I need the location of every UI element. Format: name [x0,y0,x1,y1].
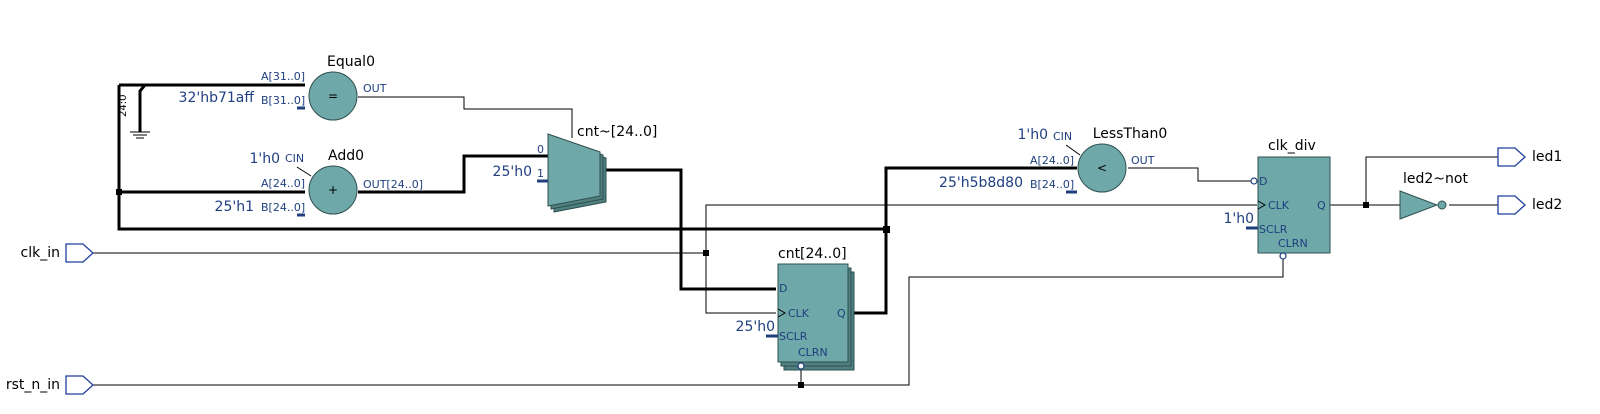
add-symbol: + [328,183,338,197]
equal0-pin-out: OUT [363,82,387,95]
cnt-pin-sclr: SCLR [779,330,808,343]
led2-label: led2 [1532,197,1562,213]
clk-div-const-sclr: 1'h0 [1223,211,1254,227]
cnt-pin-clrn: CLRN [798,346,828,359]
clk-div-pin-d: D [1259,175,1267,188]
lessthan0-pin-out: OUT [1131,154,1155,167]
add0-pin-a: A[24..0] [261,177,305,190]
equal-symbol: = [328,89,338,103]
inverter-name: led2~not [1403,171,1468,187]
bus-cnt-feedback [117,85,886,231]
bus-width-label: 24:0 [118,95,129,117]
led1-label: led1 [1532,149,1562,165]
input-port-rst-n-in[interactable]: rst_n_in [6,375,94,395]
wire-equal-out [358,96,573,138]
lessthan0-pin-cin: CIN [1053,130,1072,143]
lessthan-symbol: < [1097,161,1107,175]
cnt-register-name: cnt[24..0] [778,246,847,262]
lessthan0-pin-a: A[24..0] [1030,154,1074,167]
cnt-pin-d: D [779,282,787,295]
add0-pin-cin: CIN [285,152,304,165]
clk-div-pin-clrn: CLRN [1278,237,1308,250]
cnt-pin-q: Q [837,307,846,320]
clk-div-name: clk_div [1268,138,1316,154]
bus-cnt-q [852,166,1077,315]
wire-lt-out [1128,167,1252,182]
add0-const-cin: 1'h0 [249,151,280,167]
lessthan0-comparator[interactable]: < LessThan0 CIN A[24..0] B[24..0] OUT 1'… [939,126,1168,194]
output-port-led1[interactable]: led1 [1497,147,1562,167]
mux-in1: 1 [537,167,544,180]
add0-pin-b: B[24..0] [261,201,305,214]
add0-const-b: 25'h1 [215,199,254,215]
input-port-clk-in[interactable]: clk_in [21,243,94,263]
bus-add-out [358,154,548,194]
clk-in-label: clk_in [21,245,60,261]
clk-div-pin-sclr: SCLR [1259,223,1288,236]
cnt-register[interactable]: cnt[24..0] D CLK SCLR CLRN Q 25'h0 [736,246,855,371]
equal0-pin-a: A[31..0] [261,70,305,83]
add0-name: Add0 [328,148,364,164]
cnt-const-sclr: 25'h0 [736,319,775,335]
equal0-pin-b: B[31..0] [261,94,305,107]
cnt-pin-clk: CLK [788,307,810,320]
bus-mux-out [600,168,776,291]
lessthan0-const-b: 25'h5b8d80 [939,175,1023,191]
wire-clk-to-clkdiv [705,204,1257,253]
equal0-name: Equal0 [327,54,375,70]
ground-tap [138,84,147,132]
equal0-const-b: 32'hb71aff [179,90,255,106]
wire-rst [93,259,1284,386]
clk-div-register[interactable]: clk_div D CLK SCLR CLRN Q 1'h0 [1223,138,1331,260]
add0-pin-out: OUT[24..0] [363,178,423,191]
wire-clk-to-cnt [705,253,776,314]
add0-adder[interactable]: + Add0 CIN A[24..0] B[24..0] OUT[24..0] … [215,148,423,217]
junctions [116,189,1369,388]
clk-div-pin-q: Q [1317,199,1326,212]
cnt-mux[interactable]: cnt~[24..0] 0 1 25'h0 [493,124,658,213]
wires [93,83,1498,386]
wire-led1 [1365,156,1498,205]
mux-in0: 0 [537,143,544,156]
rst-n-in-label: rst_n_in [6,377,60,393]
led2-inverter[interactable]: led2~not [1399,171,1468,220]
lessthan0-name: LessThan0 [1093,126,1168,142]
lessthan0-const-cin: 1'h0 [1017,127,1048,143]
output-port-led2[interactable]: led2 [1497,195,1562,215]
equal0-comparator[interactable]: = Equal0 A[31..0] B[31..0] OUT 32'hb71af… [179,54,387,121]
lessthan0-pin-b: B[24..0] [1030,178,1074,191]
clk-div-pin-clk: CLK [1268,199,1290,212]
mux-name: cnt~[24..0] [577,124,657,140]
mux-const-in1: 25'h0 [493,164,532,180]
